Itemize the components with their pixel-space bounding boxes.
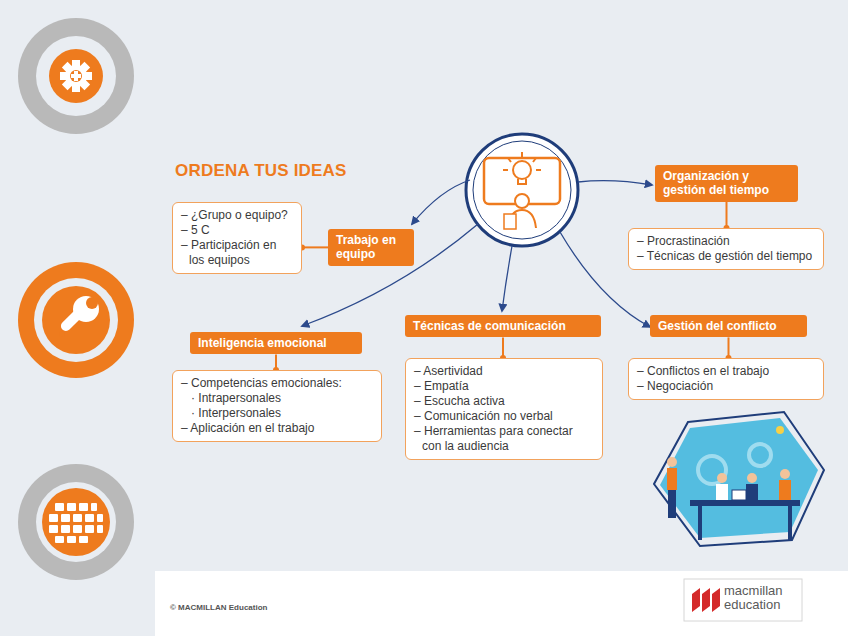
list-item: – Negociación [637,379,815,394]
footer-band [155,571,848,636]
heading-box: Organización y gestión del tiempo [655,165,798,202]
teamwork-illustration [654,412,824,546]
topic-list-box: – ¿Grupo o equipo?– 5 C– Participación e… [172,202,302,274]
list-item: – Procrastinación [637,234,815,249]
grid-icon [18,464,134,580]
gear-icon [18,18,134,134]
list-item: – Aplicación en el trabajo [181,421,373,436]
heading-text: Organización y gestión del tiempo [663,169,790,198]
heading-box: Gestión del conflicto [650,315,807,337]
topic-list-box: – Conflictos en el trabajo– Negociación [628,358,824,400]
list-item: – Herramientas para conectar con la audi… [414,424,594,454]
list-item: – Comunicación no verbal [414,409,594,424]
list-item: – Empatía [414,379,594,394]
list-item: – 5 C [181,223,293,238]
logo-mark [684,579,802,621]
topic-list-box: – Procrastinación– Técnicas de gestión d… [628,228,824,270]
list-item: – Asertividad [414,364,594,379]
list-item: · Interpersonales [191,406,373,421]
heading-box: Trabajo en equipo [328,229,414,266]
diagram-title: ORDENA TUS IDEAS [175,161,347,181]
heading-box: Inteligencia emocional [190,332,362,354]
heading-text: Técnicas de comunicación [413,319,593,333]
list-item: – Conflictos en el trabajo [637,364,815,379]
idea-arrows [302,180,652,327]
list-item: – Escucha activa [414,394,594,409]
heading-text: Inteligencia emocional [198,336,354,350]
topic-list-box: – Asertividad– Empatía– Escucha activa– … [405,358,603,460]
idea-circle [466,134,578,246]
list-item: – Participación en los equipos [181,238,293,268]
heading-connector [299,244,328,250]
list-item: – Técnicas de gestión del tiempo [637,249,815,264]
list-item: – Competencias emocionales: [181,376,373,391]
heading-connector [724,202,730,231]
heading-text: Gestión del conflicto [658,319,799,333]
list-item: – ¿Grupo o equipo? [181,208,293,223]
heading-text: Trabajo en equipo [336,233,406,262]
topic-list-box: – Competencias emocionales:· Intraperson… [172,370,382,442]
copyright-note: © MACMILLAN Education [170,603,370,612]
list-item: · Intrapersonales [191,391,373,406]
logo-text: macmillan education [724,584,794,611]
heading-box: Técnicas de comunicación [405,315,601,337]
wrench-icon [18,262,134,378]
